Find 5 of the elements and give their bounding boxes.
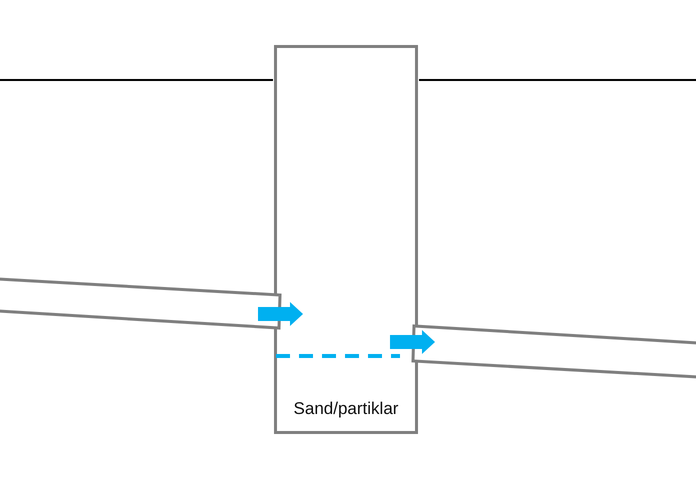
outlet-pipe	[411, 324, 696, 379]
inlet-pipe	[0, 277, 282, 330]
sand-layer-label: Sand/partiklar	[294, 399, 398, 419]
flow-arrow	[390, 330, 435, 354]
well-chamber	[274, 45, 418, 434]
